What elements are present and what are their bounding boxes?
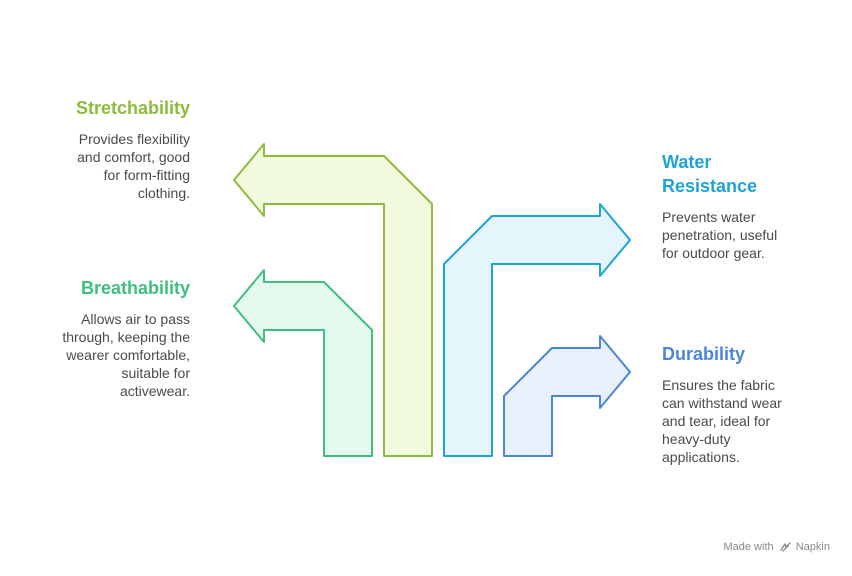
stretchability-title: Stretchability (75, 98, 190, 118)
breathability-description: Allows air to pass through, keeping the … (30, 310, 190, 400)
description-line: activewear. (119, 383, 190, 399)
description-line: Prevents water (662, 209, 756, 225)
stretchability-arrow (233, 143, 433, 457)
description-line: penetration, useful (662, 227, 778, 243)
water-resistance-title: Water Resistance (662, 150, 812, 198)
description-line: applications. (662, 449, 740, 465)
description-line: for outdoor gear. (662, 245, 765, 261)
durability-arrow (503, 335, 631, 457)
description-line: and tear, ideal for (662, 413, 771, 429)
stretchability-description: Provides flexibility and comfort, good f… (40, 130, 190, 202)
made-with-label: Made with (723, 541, 774, 553)
description-line: and comfort, good (77, 149, 190, 165)
description-line: Provides flexibility (78, 131, 190, 147)
durability-description: Ensures the fabric can withstand wear an… (662, 376, 812, 466)
water-resistance-block: Water Resistance Prevents water penetrat… (662, 150, 812, 262)
description-line: wearer comfortable, (66, 347, 190, 363)
description-line: for form-fitting (103, 167, 190, 183)
description-line: Ensures the fabric (662, 377, 775, 393)
breathability-block: Breathability Allows air to pass through… (30, 276, 190, 400)
title-line: Water (662, 152, 712, 172)
description-line: clothing. (137, 185, 190, 201)
napkin-logo-icon (779, 542, 791, 552)
description-line: through, keeping the (62, 329, 190, 345)
description-line: can withstand wear (662, 395, 782, 411)
description-line: Allows air to pass (81, 311, 190, 327)
durability-title: Durability (662, 344, 746, 364)
breathability-arrow (233, 269, 373, 457)
description-line: suitable for (121, 365, 190, 381)
breathability-title: Breathability (80, 278, 190, 298)
water-resistance-description: Prevents water penetration, useful for o… (662, 208, 812, 262)
description-line: heavy-duty (662, 431, 731, 447)
stretchability-block: Stretchability Provides flexibility and … (40, 96, 190, 202)
durability-block: Durability Ensures the fabric can withst… (662, 342, 812, 466)
brand-name: Napkin (795, 541, 830, 553)
footer-credit[interactable]: Made with Napkin (700, 541, 830, 553)
water-resistance-arrow (443, 203, 631, 457)
title-line: Resistance (662, 176, 758, 196)
